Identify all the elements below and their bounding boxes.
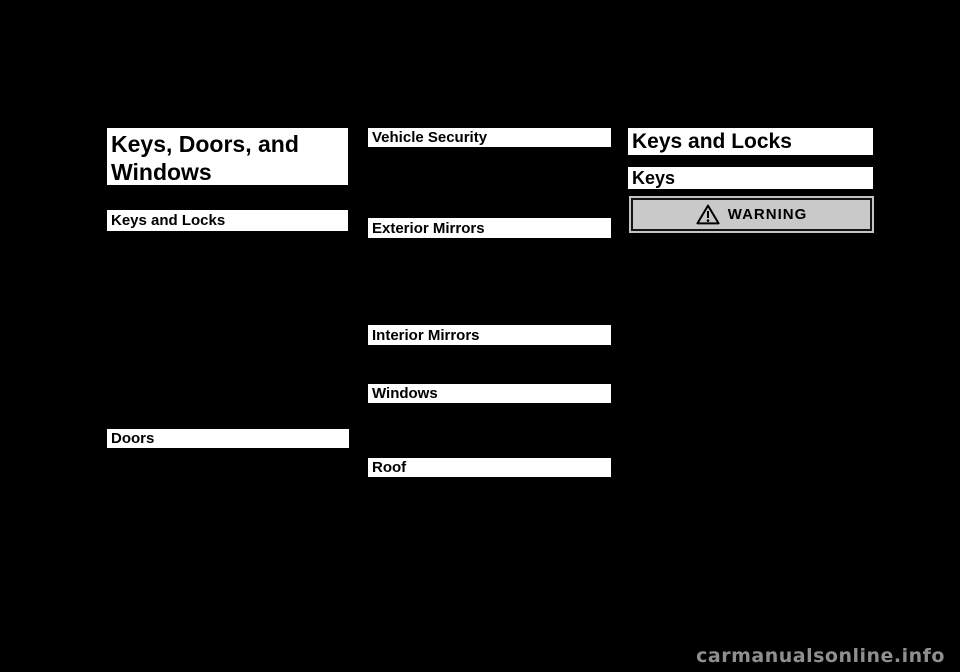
toc-item-doors: Doors — [107, 429, 349, 448]
section-heading-keys-and-locks: Keys and Locks — [628, 128, 873, 155]
subsection-heading-keys: Keys — [628, 167, 873, 189]
toc-item-vehicle-security: Vehicle Security — [368, 128, 611, 147]
warning-triangle-icon — [696, 204, 720, 225]
toc-item-windows: Windows — [368, 384, 611, 403]
warning-box: WARNING — [629, 196, 874, 233]
warning-label: WARNING — [727, 206, 808, 223]
toc-item-roof: Roof — [368, 458, 611, 477]
toc-item-exterior-mirrors: Exterior Mirrors — [368, 218, 611, 238]
toc-item-interior-mirrors: Interior Mirrors — [368, 325, 611, 345]
watermark: carmanualsonline.info — [696, 645, 945, 667]
toc-item-keys-and-locks: Keys and Locks — [107, 210, 348, 231]
chapter-title: Keys, Doors, and Windows — [107, 128, 348, 185]
